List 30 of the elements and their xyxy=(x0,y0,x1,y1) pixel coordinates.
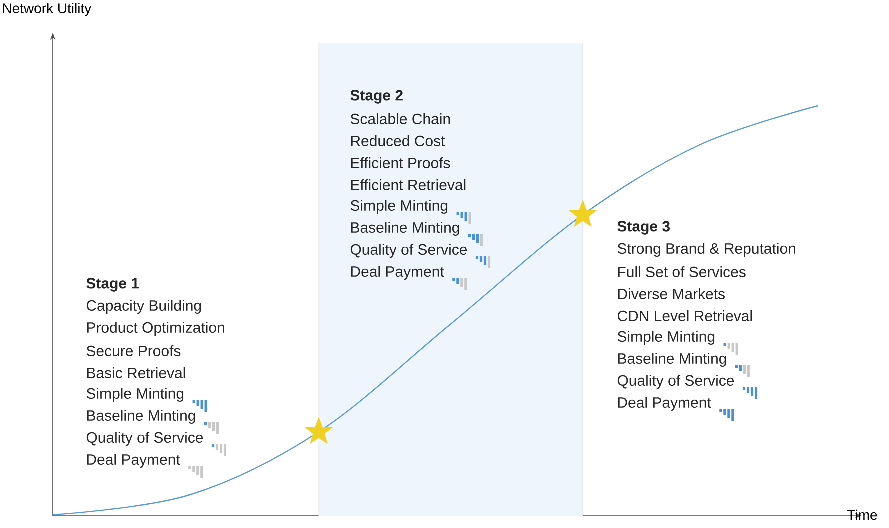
stage-heading: Stage 3 xyxy=(618,221,670,235)
feature-text: Basic Retrieval xyxy=(87,368,186,378)
axis-title: Network Utility xyxy=(3,3,92,16)
feature-text: Baseline Minting xyxy=(351,222,460,236)
feature-text: Quality of Service xyxy=(618,375,734,389)
feature-text: Quality of Service xyxy=(86,432,204,446)
feature-text: Efficient Proofs xyxy=(351,158,450,168)
feature-text: Diverse Markets xyxy=(618,288,725,300)
band-background xyxy=(318,42,584,516)
feature-text: Simple Minting xyxy=(618,331,715,345)
feature-text: Deal Payment xyxy=(351,266,444,280)
feature-text: Scalable Chain xyxy=(350,114,450,124)
feature-text: Deal Payment xyxy=(87,454,180,468)
feature-text: Efficient Retrieval xyxy=(351,180,466,190)
feature-text: Baseline Minting xyxy=(87,410,196,424)
feature-text: Product Optimization xyxy=(87,322,224,336)
feature-text: Simple Minting xyxy=(86,388,184,402)
axis-title: Time xyxy=(848,510,878,520)
stage-heading: Stage 2 xyxy=(350,90,403,104)
stage-heading: Stage 1 xyxy=(86,278,140,292)
feature-text: CDN Level Retrieval xyxy=(618,310,752,322)
feature-text: Simple Minting xyxy=(350,200,448,214)
feature-text: Capacity Building xyxy=(86,300,202,314)
feature-text: Deal Payment xyxy=(618,397,712,411)
feature-text: Quality of Service xyxy=(350,244,468,258)
feature-text: Secure Proofs xyxy=(86,346,181,356)
feature-text: Reduced Cost xyxy=(351,136,446,146)
feature-text: Full Set of Services xyxy=(618,266,746,278)
feature-text: Baseline Minting xyxy=(618,353,726,367)
feature-text: Strong Brand & Reputation xyxy=(618,243,796,257)
